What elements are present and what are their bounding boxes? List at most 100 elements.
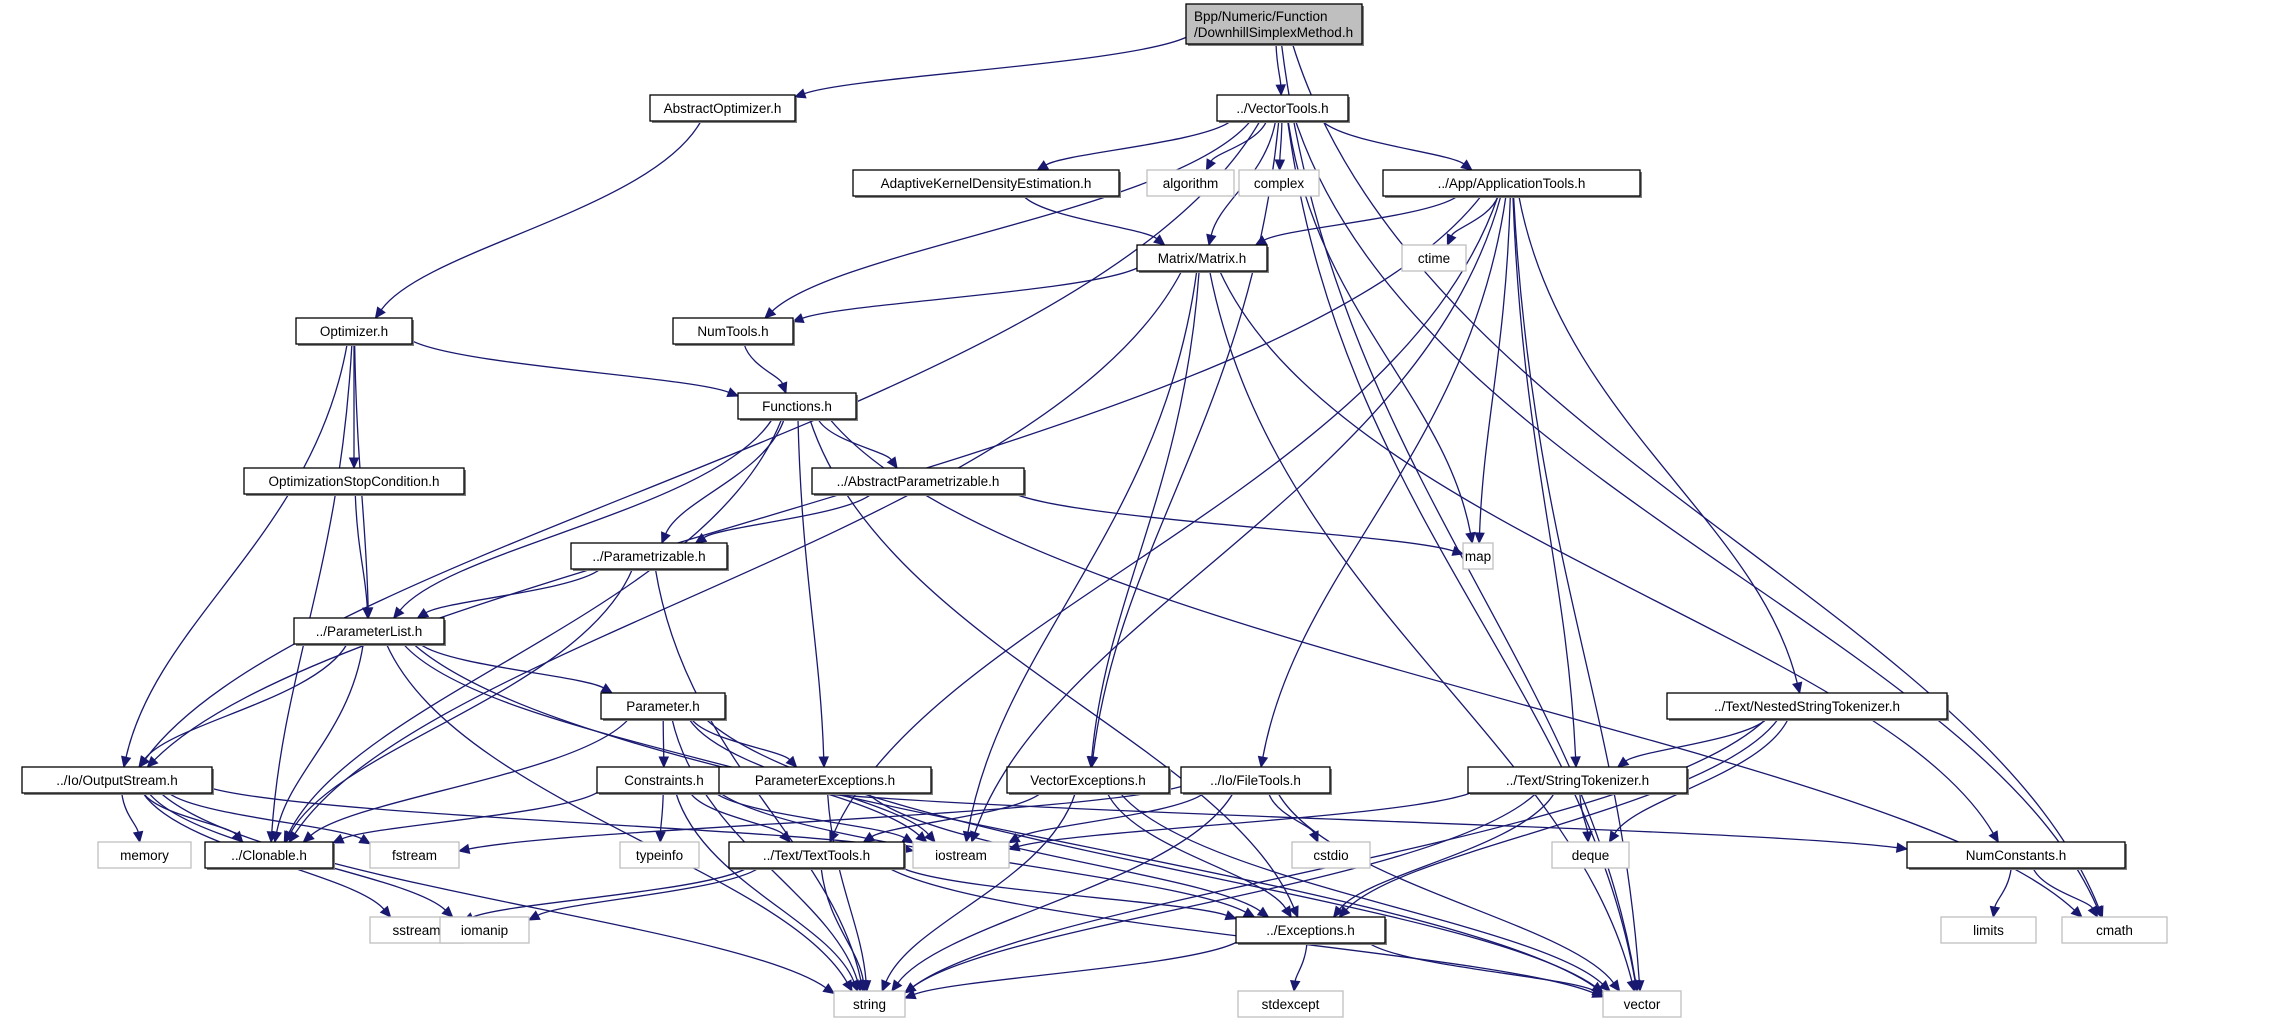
node-vectortools[interactable]: ../VectorTools.h <box>1216 94 1350 123</box>
node-box <box>1940 916 2037 944</box>
edge-optimizer-to-clonable <box>271 343 353 833</box>
edge-vectortools-to-cmath <box>1295 120 2098 909</box>
arrowhead-icon <box>132 830 144 844</box>
arrowhead-icon <box>1007 841 1021 852</box>
node-nestedstringtokenizer[interactable]: ../Text/NestedStringTokenizer.h <box>1666 692 1949 721</box>
node-clonable[interactable]: ../Clonable.h <box>204 841 335 870</box>
arrowhead-icon <box>1274 159 1286 172</box>
node-label: Bpp/Numeric/Function <box>1194 9 1328 24</box>
node-constraints[interactable]: Constraints.h <box>596 766 733 795</box>
node-label: ../Clonable.h <box>231 848 307 863</box>
edge-parameterlist-to-outputstream <box>144 643 348 760</box>
node-box <box>1291 841 1371 869</box>
node-outputstream[interactable]: ../Io/OutputStream.h <box>21 766 214 795</box>
node-box[interactable] <box>293 617 445 645</box>
node-matrix[interactable]: Matrix/Matrix.h <box>1136 244 1269 273</box>
node-box[interactable] <box>596 766 732 794</box>
node-optimizer[interactable]: Optimizer.h <box>295 317 414 346</box>
node-box[interactable] <box>1185 3 1363 45</box>
node-parameterlist[interactable]: ../ParameterList.h <box>293 617 446 646</box>
edge-vectortools-to-outputstream <box>144 120 1261 760</box>
node-exceptions[interactable]: ../Exceptions.h <box>1235 916 1387 945</box>
node-box[interactable] <box>295 317 413 345</box>
edge-parameterlist-to-clonable <box>276 643 364 833</box>
arrowhead-icon <box>1256 906 1270 918</box>
edge-vectortools-to-algorithm <box>1210 120 1268 162</box>
node-box[interactable] <box>1906 841 2126 869</box>
node-numconstants[interactable]: NumConstants.h <box>1906 841 2127 870</box>
node-functions[interactable]: Functions.h <box>737 392 858 421</box>
arrowhead-icon <box>441 905 454 918</box>
edge-applicationtools-to-nestedstringtokenizer <box>1518 195 1798 684</box>
node-box[interactable] <box>570 542 728 570</box>
node-box[interactable] <box>21 766 213 794</box>
edge-outputstream-to-string <box>160 792 827 989</box>
node-abstractparametrizable[interactable]: ../AbstractParametrizable.h <box>811 467 1026 496</box>
arrowhead-icon <box>862 831 876 843</box>
edge-functions-to-exceptions <box>809 418 1295 909</box>
node-applicationtools[interactable]: ../App/ApplicationTools.h <box>1382 169 1642 198</box>
node-stringtokenizer[interactable]: ../Text/StringTokenizer.h <box>1467 766 1689 795</box>
node-filetools[interactable]: ../Io/FileTools.h <box>1180 766 1332 795</box>
node-box[interactable] <box>852 169 1120 197</box>
node-label: ../Io/OutputStream.h <box>56 773 178 788</box>
node-parameterexceptions[interactable]: ParameterExceptions.h <box>718 766 933 795</box>
edge-parameterlist-to-string <box>385 643 848 983</box>
node-label: sstream <box>392 923 440 938</box>
edge-abstractparametrizable-to-parametrizable <box>703 493 872 539</box>
node-root[interactable]: Bpp/Numeric/Function/DownhillSimplexMeth… <box>1185 3 1364 46</box>
arrowhead-icon <box>1608 830 1620 844</box>
arrowhead-icon <box>392 606 405 619</box>
edge-vectortools-to-complex <box>1279 120 1283 161</box>
edge-functions-to-parameterexceptions <box>797 418 825 758</box>
node-box[interactable] <box>1382 169 1641 197</box>
node-texttools[interactable]: ../Text/TextTools.h <box>728 841 906 870</box>
edge-matrix-to-vectorexceptions <box>1091 270 1200 758</box>
node-box[interactable] <box>728 841 905 869</box>
arrowhead-icon <box>886 456 898 470</box>
node-box[interactable] <box>1136 244 1268 272</box>
edge-constraints-to-numconstants <box>730 783 1898 849</box>
node-label: Parameter.h <box>626 699 700 714</box>
node-box[interactable] <box>718 766 932 794</box>
node-box[interactable] <box>1180 766 1331 794</box>
node-label: ../Parametrizable.h <box>592 549 705 564</box>
node-vectorexceptions[interactable]: VectorExceptions.h <box>1006 766 1171 795</box>
node-box[interactable] <box>811 467 1025 495</box>
edge-exceptions-to-vector <box>1368 942 1595 992</box>
node-parametrizable[interactable]: ../Parametrizable.h <box>570 542 729 571</box>
arrowhead-icon <box>2087 905 2099 919</box>
node-box[interactable] <box>1216 94 1349 122</box>
node-numtools[interactable]: NumTools.h <box>672 317 795 346</box>
arrowhead-icon <box>726 387 740 398</box>
node-box[interactable] <box>1666 692 1948 720</box>
node-box[interactable] <box>1467 766 1688 794</box>
arrowhead-icon <box>331 833 345 844</box>
node-parameter[interactable]: Parameter.h <box>600 692 727 721</box>
node-adaptivekde[interactable]: AdaptiveKernelDensityEstimation.h <box>852 169 1121 198</box>
arrowhead-icon <box>1626 979 1637 993</box>
arrowhead-icon <box>121 755 132 769</box>
node-abstractoptimizer[interactable]: AbstractOptimizer.h <box>649 94 797 123</box>
arrowhead-icon <box>600 683 614 694</box>
node-box[interactable] <box>737 392 857 420</box>
node-cstdio: cstdio <box>1291 841 1371 869</box>
node-box[interactable] <box>600 692 726 720</box>
node-label: typeinfo <box>636 848 683 863</box>
node-box[interactable] <box>1235 916 1386 944</box>
node-optstopcond[interactable]: OptimizationStopCondition.h <box>243 467 466 496</box>
edge-functions-to-abstractparametrizable <box>817 418 892 461</box>
node-stdexcept: stdexcept <box>1237 990 1344 1018</box>
arrowhead-icon <box>962 830 974 844</box>
edge-optimizer-to-outputstream <box>125 343 348 758</box>
node-box[interactable] <box>204 841 334 869</box>
edge-functions-to-parametrizable <box>665 418 785 535</box>
node-box[interactable] <box>649 94 796 122</box>
node-box[interactable] <box>1006 766 1170 794</box>
arrowhead-icon <box>146 755 159 768</box>
edge-matrix-to-vector <box>1209 270 1633 982</box>
node-box[interactable] <box>243 467 465 495</box>
edge-nestedstringtokenizer-to-exceptions <box>1345 718 1779 911</box>
node-box[interactable] <box>672 317 794 345</box>
arrowhead-icon <box>416 607 430 619</box>
